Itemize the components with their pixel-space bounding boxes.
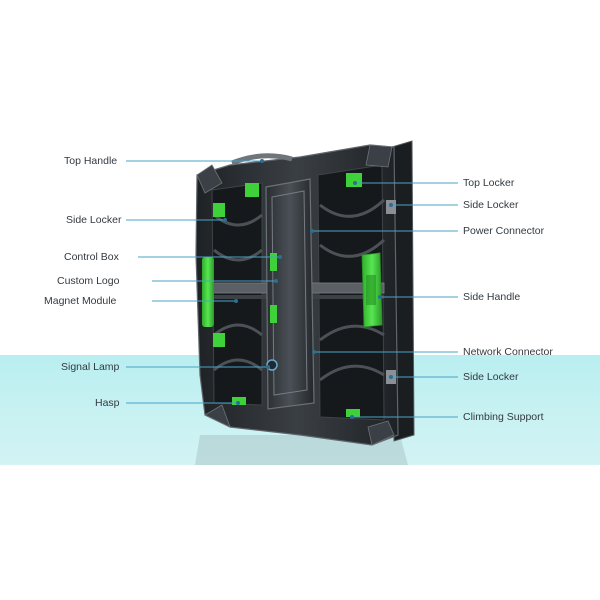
side-handle-part — [361, 252, 383, 328]
cabinet-frame — [195, 144, 399, 446]
label-hasp: Hasp — [95, 397, 120, 409]
label-control-box: Control Box — [64, 251, 119, 263]
led-cabinet-illustration — [126, 140, 458, 465]
label-side-locker-right-bottom: Side Locker — [463, 371, 519, 383]
magnet-module-part — [202, 257, 214, 327]
leader-lines-right — [312, 182, 458, 418]
leader-dots — [223, 159, 393, 419]
label-side-locker-left: Side Locker — [66, 214, 122, 226]
label-top-locker: Top Locker — [463, 177, 515, 189]
label-side-handle: Side Handle — [463, 291, 521, 303]
label-top-handle: Top Handle — [64, 155, 118, 167]
leader-lines-left — [126, 160, 280, 404]
label-network-connector: Network Connector — [463, 346, 553, 358]
product-diagram: Top Handle Side Locker Control Box Custo… — [0, 135, 600, 465]
control-box-part — [265, 178, 315, 410]
hasp-part — [232, 397, 246, 405]
label-custom-logo: Custom Logo — [57, 275, 120, 287]
label-signal-lamp: Signal Lamp — [61, 361, 120, 373]
label-climbing-support: Climbing Support — [463, 411, 544, 423]
label-magnet-module: Magnet Module — [44, 295, 117, 307]
label-power-connector: Power Connector — [463, 225, 545, 237]
climbing-support-part — [346, 409, 360, 417]
label-side-locker-right-top: Side Locker — [463, 199, 519, 211]
